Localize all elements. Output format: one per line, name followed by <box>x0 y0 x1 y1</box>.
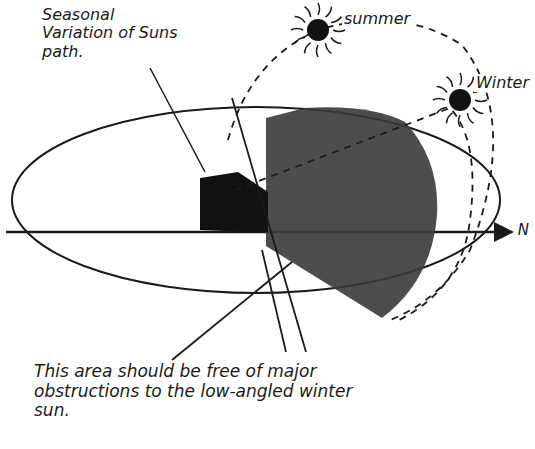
clear-area-wedge <box>266 107 437 318</box>
sun-ray <box>295 38 305 44</box>
sun-ray <box>473 108 483 114</box>
sun-ray <box>331 38 341 44</box>
sun-ray <box>333 30 345 32</box>
note-label: Seasonal Variation of Suns path. <box>40 6 184 61</box>
sun-ray <box>475 100 487 102</box>
leader-line <box>172 262 292 360</box>
sun-ray <box>433 99 445 101</box>
sun-ray <box>305 43 311 53</box>
season-label: Winter <box>474 74 531 92</box>
sun-ray <box>468 113 474 123</box>
sun-ray <box>305 7 311 17</box>
sun-ray <box>447 113 453 123</box>
sun-ray <box>447 77 453 87</box>
house-block <box>200 172 268 232</box>
sun-ray <box>291 29 303 31</box>
sun-ray <box>326 43 332 53</box>
sight-line <box>262 250 286 352</box>
note-label: This area should be free of major obstru… <box>32 362 366 421</box>
sun-ray <box>437 108 447 114</box>
compass-label: N <box>516 222 531 239</box>
sun-symbol <box>307 19 329 41</box>
sun-ray <box>295 17 305 23</box>
season-label: summer <box>342 10 412 28</box>
sun-ray <box>317 45 319 57</box>
leader-line <box>150 68 205 172</box>
sun-ray <box>460 73 462 85</box>
sun-ray <box>326 7 332 17</box>
sight-line <box>232 98 306 352</box>
sun-ray <box>437 87 447 93</box>
sun-ray <box>331 17 341 23</box>
sun-ray <box>318 3 320 15</box>
sun-ray <box>459 115 461 127</box>
sun-ray <box>468 77 474 87</box>
sun-symbol <box>449 89 471 111</box>
